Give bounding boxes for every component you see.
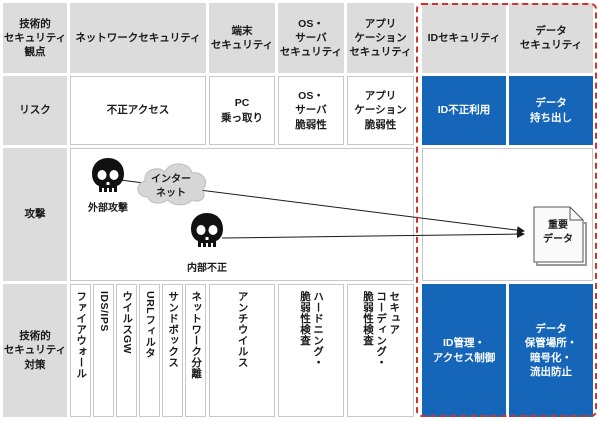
important-data-line2: データ: [543, 232, 573, 245]
header-perspective: 技術的 セキュリティ 観点: [3, 3, 67, 73]
measure-network-item: URLフィルタ: [139, 284, 160, 417]
important-data-line1: 重要: [548, 218, 568, 231]
internet-label-line2: ネット: [156, 187, 186, 199]
skull-icon: [92, 158, 124, 192]
cloud-icon: [137, 163, 207, 206]
measure-network-item: ネットワーク分離: [185, 284, 206, 417]
header-terminal: 端末 セキュリティ: [209, 3, 275, 73]
document-icon: [533, 206, 587, 266]
risk-network: 不正アクセス: [70, 76, 206, 145]
internet-label-line1: インター: [151, 173, 191, 185]
measure-network-item: サンドボックス: [162, 284, 183, 417]
internal-attack-label: 内部不正: [187, 261, 227, 274]
header-data: データ セキュリティ: [509, 3, 593, 73]
measures-label: 技術的 セキュリティ 対策: [3, 284, 67, 417]
risk-application: アプリ ケーション 脆弱性: [347, 76, 414, 145]
measure-terminal: アンチウイルス: [209, 284, 275, 417]
attack-label: 攻撃: [3, 148, 67, 281]
measure-network-item: ファイアウォール: [70, 284, 91, 417]
attack-area: [70, 148, 414, 281]
skull-icon: [191, 213, 223, 247]
measure-application: セキュア コーディング・ 脆弱性検査: [347, 284, 414, 417]
header-application: アプリ ケーション セキュリティ: [347, 3, 414, 73]
measure-network-item: IDS/IPS: [93, 284, 114, 417]
measure-network-item: ウイルスGW: [116, 284, 137, 417]
header-os-server: OS・ サーバ セキュリティ: [278, 3, 344, 73]
header-network: ネットワークセキュリティ: [70, 3, 206, 73]
header-id: IDセキュリティ: [422, 3, 506, 73]
internal-attack-arrow: [221, 230, 525, 239]
risk-id: ID不正利用: [422, 76, 506, 145]
risk-label: リスク: [3, 76, 67, 145]
external-attack-label: 外部攻撃: [87, 201, 128, 214]
measure-id: ID管理・ アクセス制御: [422, 284, 506, 417]
risk-terminal: PC 乗っ取り: [209, 76, 275, 145]
measure-data: データ 保管場所・ 暗号化・ 流出防止: [509, 284, 593, 417]
measure-os-server: ハードニング・ 脆弱性検査: [278, 284, 344, 417]
risk-os-server: OS・ サーバ 脆弱性: [278, 76, 344, 145]
risk-data: データ 持ち出し: [509, 76, 593, 145]
